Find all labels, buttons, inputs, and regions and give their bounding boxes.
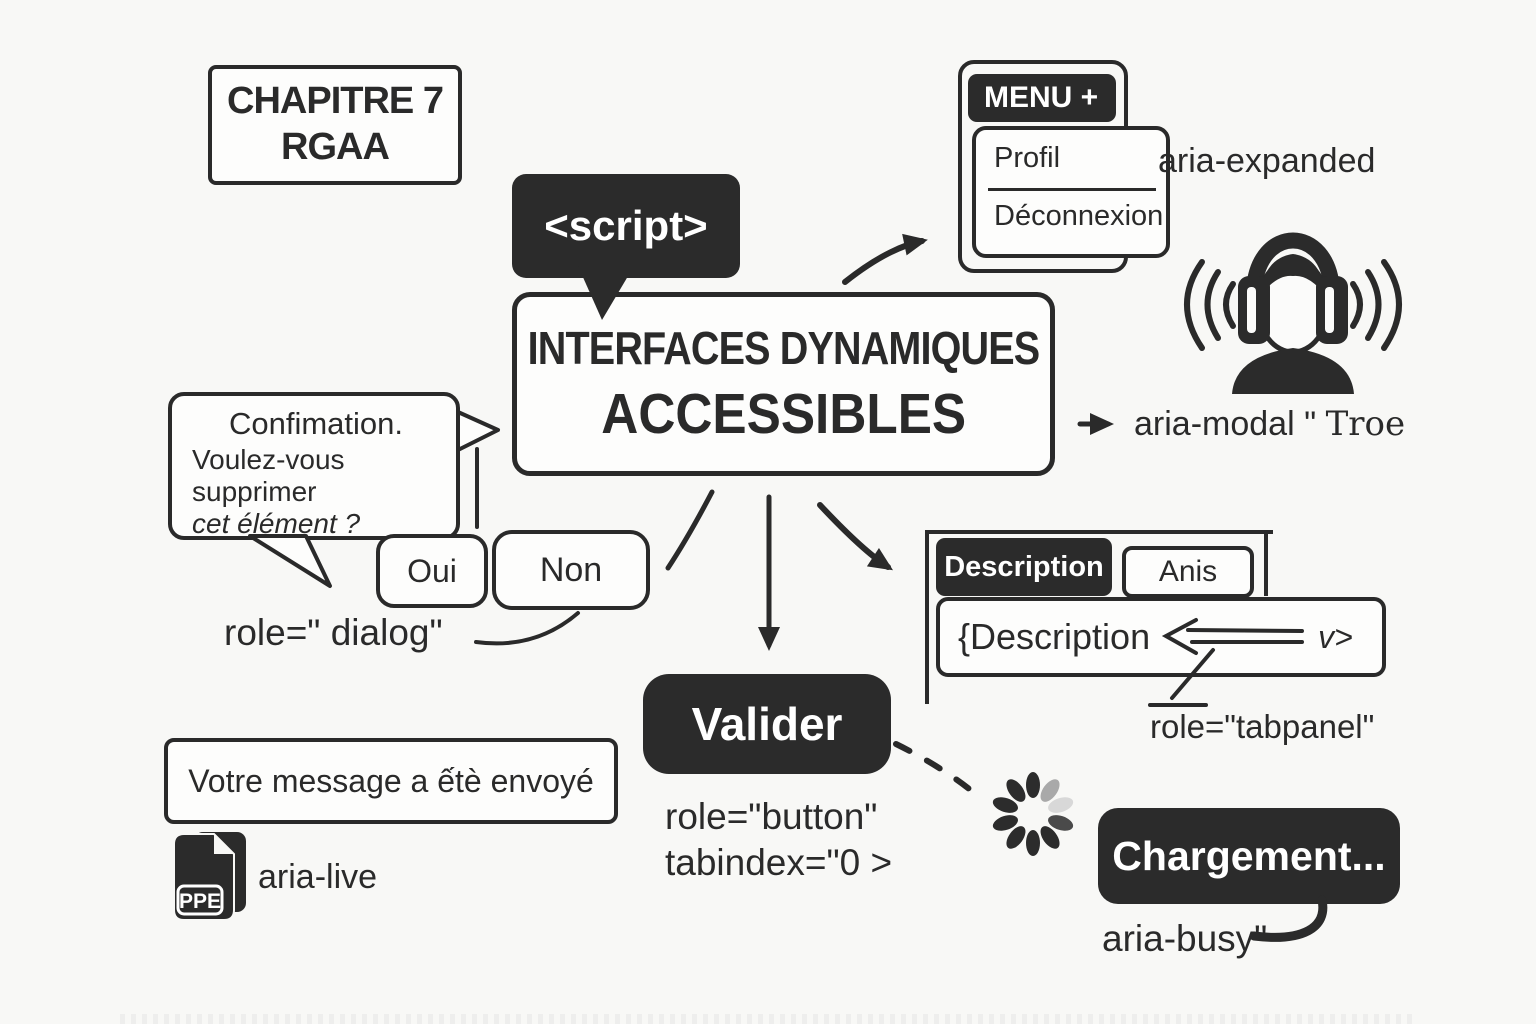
sound-waves-right-icon	[1350, 259, 1402, 351]
ppe-file-label: PPE	[179, 890, 221, 913]
tab-anis[interactable]: Anis	[1122, 546, 1254, 598]
aria-busy-label: aria-busy"	[1102, 918, 1268, 959]
role-dialog-label: role=" dialog"	[224, 612, 443, 653]
arrow-to-menu	[842, 233, 928, 285]
listener-headphones-icon	[1184, 232, 1402, 394]
dialog-text-line2: Voulez-vous supprimer	[192, 444, 345, 507]
aria-live-label: aria-live	[258, 858, 378, 896]
dashed-link-to-spinner	[893, 741, 986, 803]
confirmation-dialog: Confimation. Voulez-vous supprimer cet é…	[168, 392, 460, 540]
dialog-bubble-tail-right	[456, 410, 500, 452]
menu-item-profil[interactable]: Profil	[994, 142, 1061, 174]
aria-modal-label: aria-modal " Troe	[1134, 404, 1405, 444]
menu-button[interactable]: MENU +	[968, 74, 1116, 122]
main-title-line1: INTERFACES DYNAMIQUES	[527, 322, 1041, 374]
tab-description-label: Description	[944, 550, 1104, 583]
script-tag-label: <script>	[544, 202, 708, 249]
main-title-box: INTERFACES DYNAMIQUES ACCESSIBLES	[512, 292, 1055, 476]
tab-panel: {Description v>	[936, 597, 1386, 677]
oui-button[interactable]: Oui	[376, 534, 488, 608]
curve-to-dialog	[665, 489, 715, 571]
spinner-petals	[992, 772, 1074, 856]
menu-dropdown: Profil Déconnexion	[972, 126, 1170, 258]
role-tabpanel-label: role="tabpanel"	[1150, 708, 1375, 745]
oui-button-label: Oui	[407, 552, 457, 589]
tab-panel-text: {Description	[958, 616, 1151, 657]
menu-button-label: MENU +	[984, 81, 1099, 114]
sound-waves-left-icon	[1184, 259, 1236, 351]
chapter-line2: RGAA	[281, 126, 390, 168]
non-button-label: Non	[539, 550, 603, 589]
chapter-box: CHAPITRE 7 RGAA	[208, 65, 462, 185]
live-region-text: Votre message a ếtè envoyé	[188, 762, 594, 799]
tabs-frame-edge	[1264, 530, 1268, 596]
dialog-text-line3: cet élément ?	[192, 508, 361, 539]
tabindex-label: tabindex="0 >	[665, 842, 893, 883]
tab-anis-label: Anis	[1158, 555, 1218, 588]
role-button-label: role="button"	[665, 796, 878, 837]
ppe-file-icon: PPE	[173, 832, 246, 921]
menu-item-deconnexion[interactable]: Déconnexion	[994, 200, 1164, 232]
chargement-label: Chargement...	[1112, 832, 1386, 879]
chargement-toast: Chargement...	[1098, 808, 1400, 904]
valider-button[interactable]: Valider	[643, 674, 891, 774]
tab-panel-suffix: v>	[1318, 618, 1353, 655]
aria-expanded-label: aria-expanded	[1158, 142, 1376, 180]
dialog-bubble-tail-bottom	[248, 534, 332, 588]
live-region-message: Votre message a ếtè envoyé	[164, 738, 618, 824]
tabs-frame	[925, 530, 1273, 704]
menu-divider	[988, 188, 1156, 191]
arrow-to-tabs	[817, 502, 894, 571]
non-button[interactable]: Non	[492, 530, 650, 610]
aria-modal-value: Troe	[1325, 404, 1406, 444]
script-tag-bubble: <script>	[512, 174, 740, 278]
chapter-line1: CHAPITRE 7	[227, 80, 444, 123]
loading-spinner-icon	[992, 772, 1074, 856]
main-title-line2: ACCESSIBLES	[601, 382, 966, 446]
role-dialog-connector	[474, 611, 580, 646]
valider-button-label: Valider	[691, 698, 843, 750]
aria-modal-property: aria-modal "	[1134, 405, 1317, 443]
tab-description[interactable]: Description	[936, 538, 1112, 596]
panel-left-arrow-icon	[1161, 618, 1305, 655]
dialog-title: Confimation.	[228, 406, 404, 441]
bottom-texture	[120, 1014, 1416, 1024]
